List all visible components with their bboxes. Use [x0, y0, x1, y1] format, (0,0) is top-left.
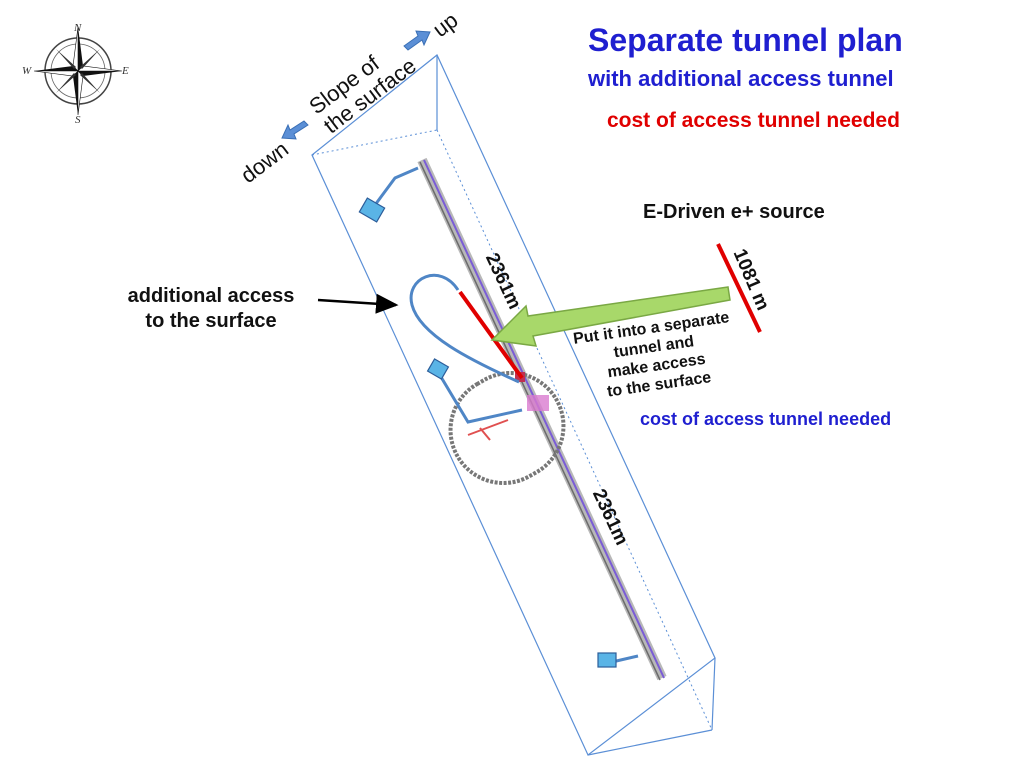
source-label: E-Driven e+ source [643, 201, 825, 223]
compass-rose-icon: N S E W [22, 22, 129, 126]
cost-note-red: cost of access tunnel needed [607, 109, 900, 132]
access-label: additional access to the surface [108, 284, 314, 334]
relocation-arrow [490, 286, 731, 347]
damping-ring [448, 371, 566, 485]
source-tunnel-in-plan [458, 290, 524, 380]
access-pointer-arrow [317, 293, 399, 314]
compass-north: N [73, 22, 82, 34]
compass-south: S [75, 114, 81, 126]
main-beamline [417, 157, 667, 681]
slope-down-arrow [281, 120, 309, 140]
access-label-line-2: to the surface [145, 310, 277, 332]
access-tunnels [373, 166, 639, 664]
slope-up-arrow [403, 30, 431, 51]
cost-note-blue: cost of access tunnel needed [640, 409, 892, 429]
page-subtitle: with additional access tunnel [588, 66, 894, 91]
access-label-line-1: additional access [127, 285, 295, 307]
page-title: Separate tunnel plan [588, 22, 903, 58]
compass-east: E [121, 65, 129, 77]
compass-west: W [22, 65, 32, 77]
surface-shafts [358, 197, 617, 668]
source-tunnel-separate [716, 243, 762, 333]
tunnel-region-box [311, 54, 716, 756]
tunnel-region-box-hidden-edges [311, 129, 713, 731]
